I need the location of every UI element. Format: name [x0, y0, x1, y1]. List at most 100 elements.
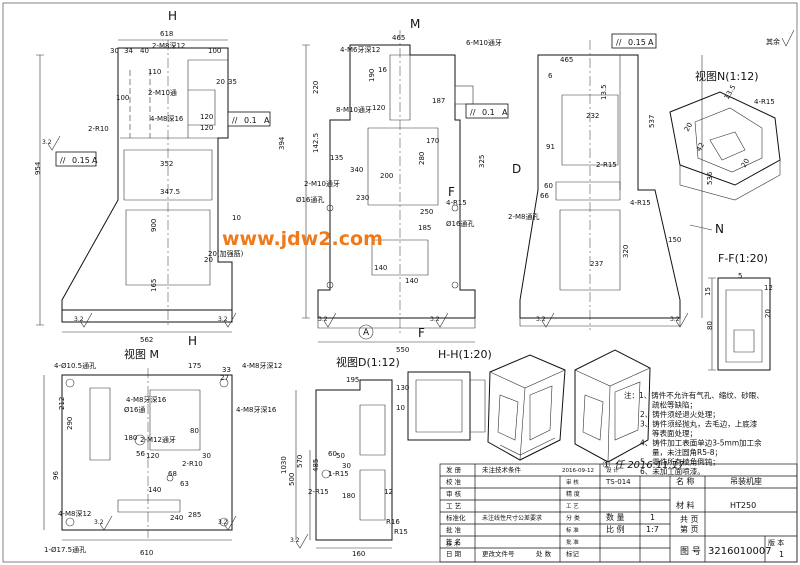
view-d-label: 视图D(1:12) [336, 355, 400, 369]
dimension-text: 2-M12通牙 [140, 435, 176, 444]
dimension-text: 12 [384, 488, 393, 496]
dimension-text: 232 [586, 112, 599, 120]
callout-text: Ø16通孔 [296, 195, 324, 204]
tolerance-value: A [92, 156, 98, 165]
dimension-text: 570 [296, 455, 304, 468]
dimension-text: 60 [544, 182, 553, 190]
dimension-text: 27 [220, 374, 229, 382]
version-label: 版 本 [768, 538, 784, 547]
dimension-text: 30 [202, 452, 211, 460]
dimension-text: 562 [140, 336, 153, 344]
dimension-text: 485 [312, 459, 320, 472]
tolerance-value: 0.1 [244, 116, 257, 125]
dimension-text: 140 [405, 277, 418, 285]
dimension-text: 347.5 [160, 188, 180, 196]
dimension-text: 180 [342, 492, 355, 500]
section-f-top: F [448, 185, 455, 199]
dimension-text: 5 [738, 272, 742, 280]
section-n: N [715, 222, 724, 236]
dimension-text: 285 [188, 511, 201, 519]
dimension-text: 120 [372, 104, 385, 112]
handwritten-signature: ① 任 2016.11.17 [602, 459, 685, 471]
title-block-label: 批 准 [446, 525, 462, 534]
view-d: 视图D(1:12) 1954-M8牙深16130101-R15R15605705… [236, 355, 409, 558]
roughness-symbol-icon [435, 312, 449, 328]
dimension-text: 160 [352, 550, 365, 558]
roughness-symbol-icon [781, 29, 795, 47]
title-block-cell: 设 计 [606, 466, 619, 474]
dimension-text: 80 [706, 321, 714, 330]
title-block-cell: 工 艺 [566, 503, 579, 510]
dimension-text: 250 [420, 208, 433, 216]
title-block-cell: 批 准 [566, 538, 579, 546]
dimension-text: 610 [140, 549, 153, 557]
dimension-text: 352 [160, 160, 173, 168]
dimension-text: 220 [312, 81, 320, 94]
roughness-value: 3.2 [218, 316, 228, 323]
tolerance-frame-front-top [227, 111, 271, 127]
dimension-text: 50 [336, 452, 345, 460]
dimension-text: 240 [170, 514, 183, 522]
dimension-text: 30 [342, 462, 351, 470]
dimension-text: 537 [648, 115, 656, 128]
part-name: 吊装机座 [730, 476, 762, 486]
dimension-text: 170 [426, 137, 439, 145]
dimension-text: 1-Ø17.5通孔 [44, 545, 86, 554]
dimension-text: 120 [200, 113, 213, 121]
dimension-text: 16 [378, 66, 387, 74]
quantity-label: 数 量 [606, 512, 625, 522]
section-h-bottom: H [188, 334, 197, 348]
dimension-text: 100 [208, 47, 221, 55]
tolerance-value: A [264, 116, 270, 125]
tolerance-symbol-icon: // [60, 156, 66, 165]
dimension-text: 2-R15 [308, 488, 329, 496]
dimension-text: 190 [368, 69, 376, 82]
dimension-text: 66 [540, 192, 549, 200]
dimension-text: 20 [683, 121, 694, 133]
section-d: D [512, 162, 521, 176]
dimension-text: 550 [396, 346, 409, 354]
dimension-text: 142.5 [312, 133, 320, 153]
callout-text: 2-M8通孔 [508, 212, 539, 221]
dimension-text: 63 [180, 480, 189, 488]
dimension-text: 165 [150, 279, 158, 292]
title-block-tech: 未注线性尺寸公差要求 [482, 514, 542, 522]
roughness-value: 3.2 [536, 316, 546, 323]
technical-notes: 注：1、铸件不允许有气孔、缩纹、砂眼、疏松等缺陷；2、铸件须经退火处理；3、铸件… [624, 390, 764, 476]
dimension-text: 175 [188, 362, 201, 370]
section-ff-label: F-F(1:20) [718, 252, 768, 265]
dimension-text: 20 [204, 256, 213, 264]
note-line: 5、零件所有棱角倒钝； [640, 457, 720, 467]
note-line: 疏松等缺陷； [652, 400, 697, 410]
title-block-cell: 审 核 [566, 478, 579, 486]
callout-text: 2-M10通牙 [304, 179, 340, 188]
roughness-value: 3.2 [42, 139, 52, 146]
scale-label: 比 例 [606, 524, 625, 534]
tolerance-value: A [502, 108, 508, 117]
dimension-text: 4-M8牙深12 [242, 361, 282, 370]
dimension-text: 187 [432, 97, 445, 105]
tolerance-frame-side [465, 103, 509, 119]
material: HT250 [730, 501, 756, 510]
dimension-text: 465 [392, 34, 405, 42]
tolerance-frame-front-left [55, 151, 97, 167]
dimension-text: 13.5 [723, 83, 738, 101]
isometric-view-2 [574, 349, 651, 463]
tolerance-value: A [648, 38, 654, 47]
roughness-value: 3.2 [218, 519, 228, 526]
callout-text: 20(加强筋) [208, 249, 244, 258]
tolerance-value: 0.15 [72, 156, 90, 165]
roughness-value: 3.2 [430, 316, 440, 323]
title-block-cell: 标 准 [566, 526, 579, 534]
roughness-value: 3.2 [318, 316, 328, 323]
dimension-text: 1030 [280, 456, 288, 474]
callout-text: 2-M8深12 [152, 41, 185, 50]
watermark-text: www.jdw2.com [222, 228, 383, 250]
roughness-symbol-icon [79, 312, 93, 328]
title-block: 发 册未注技术条件校 准审 核工 艺标准化批 准签 名日 期更改文件号处 数标记… [439, 463, 798, 563]
tolerance-symbol-icon: // [470, 108, 476, 117]
